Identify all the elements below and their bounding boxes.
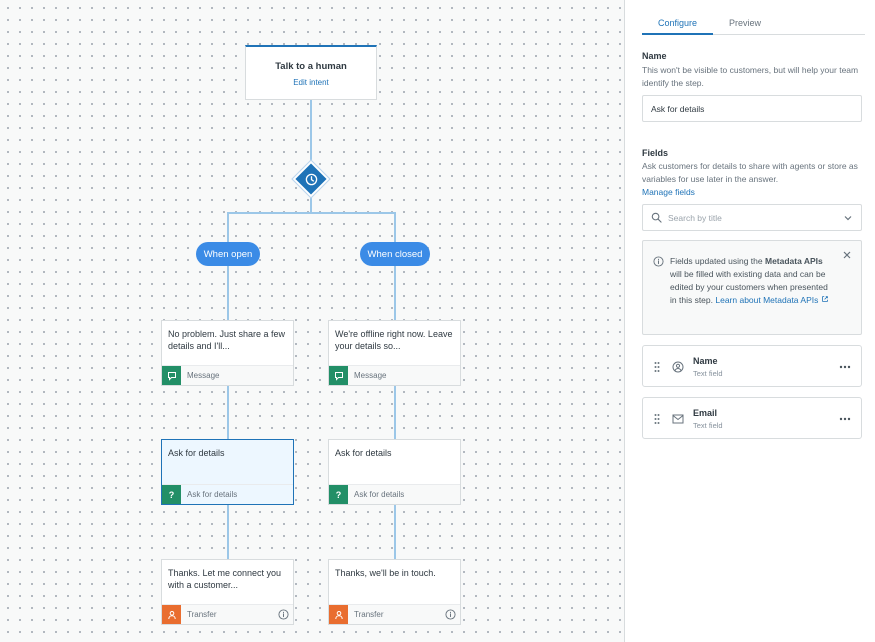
question-icon: ? bbox=[162, 485, 181, 504]
edge bbox=[394, 212, 396, 242]
node-type-label: Transfer bbox=[354, 610, 384, 619]
info-icon[interactable] bbox=[445, 609, 456, 620]
ask-for-details-node[interactable]: Ask for details ? Ask for details bbox=[161, 439, 294, 505]
field-item-name[interactable]: Name Text field bbox=[642, 345, 862, 387]
agent-icon bbox=[329, 605, 348, 624]
tab-configure[interactable]: Configure bbox=[642, 12, 714, 35]
manage-fields-link[interactable]: Manage fields bbox=[642, 187, 695, 197]
name-heading: Name bbox=[642, 51, 667, 61]
info-icon[interactable] bbox=[278, 609, 289, 620]
edge bbox=[227, 212, 229, 242]
info-icon bbox=[653, 256, 664, 267]
edge bbox=[310, 100, 312, 166]
name-description: This won't be visible to customers, but … bbox=[642, 65, 859, 88]
drag-handle-icon[interactable] bbox=[654, 413, 660, 425]
ask-text: Ask for details bbox=[335, 448, 392, 458]
field-name: Name bbox=[693, 356, 718, 366]
metadata-api-link[interactable]: Learn about Metadata APIs bbox=[715, 295, 819, 305]
field-search-select[interactable]: Search by title bbox=[642, 204, 862, 231]
node-type-label: Message bbox=[354, 371, 387, 380]
notice-text: Fields updated using the Metadata APIs w… bbox=[670, 256, 829, 305]
flow-canvas[interactable]: Talk to a human Edit intent When open Wh… bbox=[0, 0, 625, 642]
field-item-email[interactable]: Email Text field bbox=[642, 397, 862, 439]
intent-title: Talk to a human bbox=[275, 61, 347, 72]
edge bbox=[227, 504, 229, 560]
more-options-icon[interactable] bbox=[839, 365, 851, 369]
close-icon[interactable] bbox=[843, 251, 851, 259]
message-icon bbox=[162, 366, 181, 385]
external-link-icon bbox=[822, 296, 829, 302]
message-icon bbox=[329, 366, 348, 385]
search-placeholder: Search by title bbox=[668, 212, 722, 223]
panel-tabs: Configure Preview bbox=[642, 12, 865, 35]
transfer-text: Thanks, we'll be in touch. bbox=[335, 568, 436, 578]
metadata-notice: Fields updated using the Metadata APIs w… bbox=[642, 240, 862, 335]
edge bbox=[394, 504, 396, 560]
edge bbox=[227, 212, 396, 214]
ask-for-details-node[interactable]: Ask for details ? Ask for details bbox=[328, 439, 461, 505]
fields-heading: Fields bbox=[642, 148, 669, 158]
chevron-down-icon bbox=[844, 215, 852, 220]
question-icon: ? bbox=[329, 485, 348, 504]
edge bbox=[394, 266, 396, 321]
transfer-node[interactable]: Thanks, we'll be in touch. Transfer bbox=[328, 559, 461, 625]
node-type-label: Ask for details bbox=[187, 490, 238, 499]
transfer-text: Thanks. Let me connect you with a custom… bbox=[168, 568, 282, 590]
agent-icon bbox=[162, 605, 181, 624]
edge bbox=[227, 266, 229, 321]
user-icon bbox=[672, 361, 684, 373]
search-icon bbox=[651, 212, 662, 223]
ask-text: Ask for details bbox=[168, 448, 225, 458]
step-name-input[interactable]: Ask for details bbox=[642, 95, 862, 122]
node-type-label: Ask for details bbox=[354, 490, 405, 499]
clock-icon bbox=[303, 171, 319, 187]
message-node[interactable]: No problem. Just share a few details and… bbox=[161, 320, 294, 386]
fields-description: Ask customers for details to share with … bbox=[642, 161, 858, 184]
field-type: Text field bbox=[693, 421, 723, 430]
edge bbox=[394, 385, 396, 440]
message-text: No problem. Just share a few details and… bbox=[168, 329, 286, 351]
edge bbox=[227, 385, 229, 440]
node-type-label: Message bbox=[187, 371, 220, 380]
edit-intent-link[interactable]: Edit intent bbox=[293, 78, 329, 87]
edge bbox=[310, 192, 312, 212]
envelope-icon bbox=[672, 414, 684, 424]
transfer-node[interactable]: Thanks. Let me connect you with a custom… bbox=[161, 559, 294, 625]
branch-when-open[interactable]: When open bbox=[196, 242, 260, 266]
field-name: Email bbox=[693, 408, 718, 418]
intent-node[interactable]: Talk to a human Edit intent bbox=[245, 45, 377, 100]
message-text: We're offline right now. Leave your deta… bbox=[335, 329, 453, 351]
branch-when-closed[interactable]: When closed bbox=[360, 242, 430, 266]
tab-preview[interactable]: Preview bbox=[729, 18, 762, 28]
drag-handle-icon[interactable] bbox=[654, 361, 660, 373]
more-options-icon[interactable] bbox=[839, 417, 851, 421]
message-node[interactable]: We're offline right now. Leave your deta… bbox=[328, 320, 461, 386]
field-type: Text field bbox=[693, 369, 723, 378]
node-type-label: Transfer bbox=[187, 610, 217, 619]
step-config-panel: Configure Preview Name This won't be vis… bbox=[625, 0, 875, 642]
